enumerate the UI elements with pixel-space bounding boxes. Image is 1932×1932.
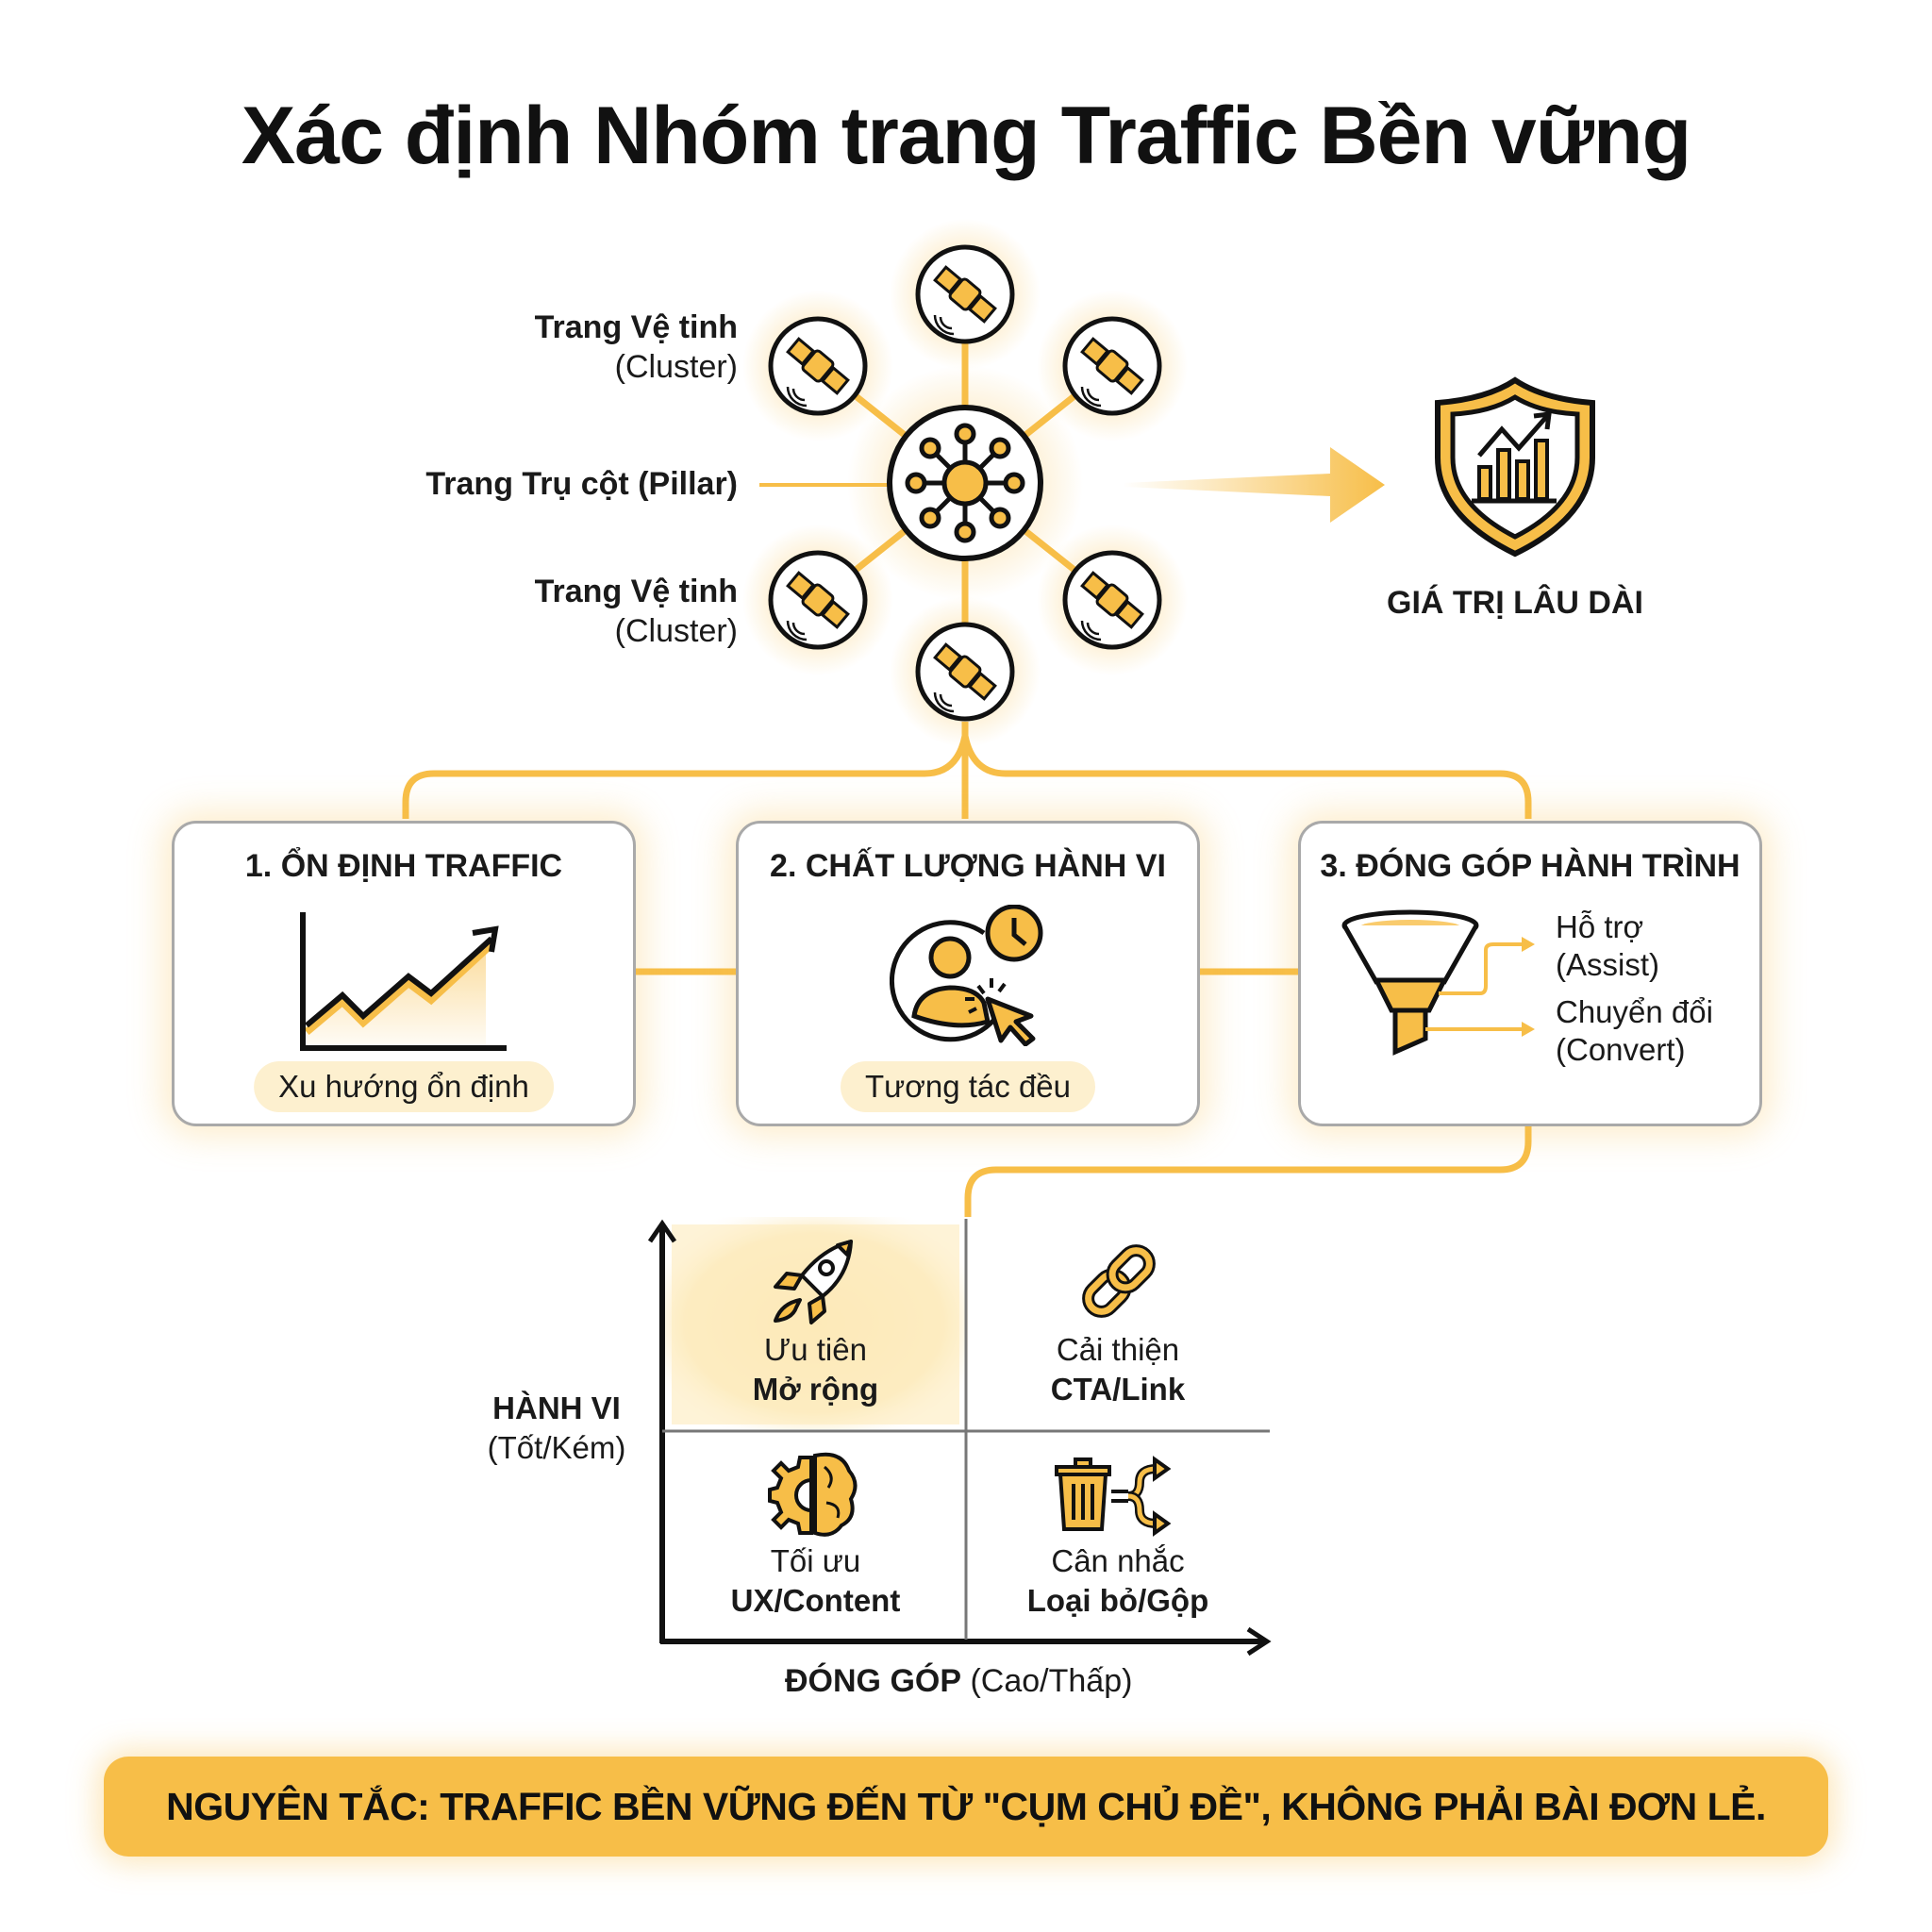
network-hub-icon <box>887 405 1043 561</box>
x-axis-label: ĐÓNG GÓP (Cao/Thấp) <box>785 1663 1133 1699</box>
y-axis-label: HÀNH VI (Tốt/Kém) <box>487 1391 626 1465</box>
quadrant-top-left: Ưu tiên Mở rộng <box>752 1332 879 1407</box>
page-title: Xác định Nhóm trang Traffic Bền vững <box>241 91 1691 181</box>
quadrant-bottom-right: Cân nhắc Loại bỏ/Gộp <box>1026 1543 1209 1618</box>
link-chain-icon <box>1082 1244 1156 1318</box>
card-title: 3. ĐÓNG GÓP HÀNH TRÌNH <box>1320 848 1740 884</box>
matrix-dividers <box>662 1219 1270 1640</box>
quadrant-bottom-left: Tối ưu UX/Content <box>730 1543 901 1618</box>
card-behavior-quality: 2. CHẤT LƯỢNG HÀNH VI Tương tác đều <box>736 821 1200 1126</box>
card-title: 2. CHẤT LƯỢNG HÀNH VI <box>770 848 1166 884</box>
trash-merge-icon <box>1055 1456 1172 1537</box>
quadrant-top-right: Cải thiện CTA/Link <box>1050 1332 1186 1407</box>
card-caption: Tương tác đều <box>840 1061 1096 1112</box>
funnel-output-assist: Hỗ trợ (Assist) <box>1556 909 1659 982</box>
arrow-to-outcome <box>1123 447 1385 523</box>
funnel-output-convert: Chuyển đổi (Convert) <box>1556 994 1713 1067</box>
satellite-nodes <box>768 244 1162 722</box>
matrix-axes <box>647 1219 1272 1657</box>
user-click-clock-icon <box>890 905 1043 1046</box>
pillar-label: Trang Trụ cột (Pillar) <box>425 466 738 502</box>
rocket-icon <box>774 1240 853 1324</box>
funnel-icon <box>1341 909 1535 1056</box>
cluster-label-top: Trang Vệ tinh (Cluster) <box>534 309 738 385</box>
gear-brain-icon <box>768 1452 858 1537</box>
card-traffic-stability: 1. ỔN ĐỊNH TRAFFIC Xu hướng ổn định <box>172 821 636 1126</box>
cluster-label-bottom: Trang Vệ tinh (Cluster) <box>534 574 738 649</box>
card-title: 1. ỔN ĐỊNH TRAFFIC <box>244 848 563 884</box>
trend-chart-icon <box>300 912 507 1051</box>
outcome-label: GIÁ TRỊ LÂU DÀI <box>1387 585 1643 621</box>
hub-to-cards-bracket <box>402 722 1532 1217</box>
shield-chart-icon <box>1435 376 1595 558</box>
card-caption: Xu hướng ổn định <box>254 1061 554 1112</box>
principle-banner: NGUYÊN TẮC: TRAFFIC BỀN VỮNG ĐẾN TỪ "CỤM… <box>104 1757 1828 1857</box>
card-journey-contribution: 3. ĐÓNG GÓP HÀNH TRÌNH Hỗ trợ (Assist) C… <box>1298 821 1762 1126</box>
